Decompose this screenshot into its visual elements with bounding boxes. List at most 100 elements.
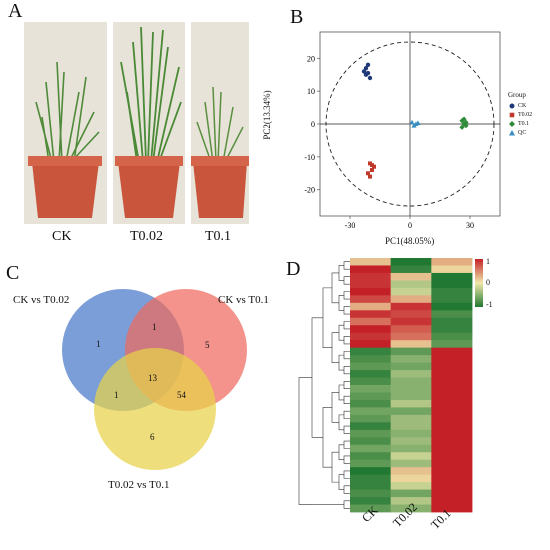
- pca-point-t002: [372, 164, 376, 169]
- heatmap-cell: [350, 437, 392, 446]
- pca-point-t01: [463, 123, 469, 129]
- heatmap-cell: [390, 370, 432, 378]
- heatmap-cell: [390, 355, 432, 363]
- heatmap-cell: [390, 310, 432, 319]
- pca-point-qc: [415, 120, 421, 126]
- pca-legend-title: Group: [508, 91, 526, 99]
- venn-only-a: 1: [96, 339, 101, 349]
- heatmap-cell: [431, 385, 473, 393]
- heatmap-cell: [431, 295, 473, 304]
- heatmap-cell: [350, 474, 392, 483]
- heatmap-cell: [350, 287, 392, 296]
- heatmap-cell: [350, 370, 392, 378]
- venn-only-b: 5: [205, 340, 210, 350]
- heatmap-cell: [390, 347, 432, 356]
- heatmap-cell: [350, 295, 392, 304]
- pca-legend-marker: [509, 103, 515, 109]
- heatmap-cell: [390, 444, 432, 453]
- heatmap-cell: [431, 272, 473, 281]
- pca-point-t002: [368, 161, 372, 166]
- heatmap-cell: [350, 340, 392, 349]
- pca-legend-qc: QC: [518, 130, 527, 136]
- heatmap-cell: [431, 459, 473, 468]
- heatmap-cell: [431, 332, 473, 341]
- heatmap-legend-tick-high: 1: [486, 257, 490, 266]
- pca-point-t002: [368, 174, 372, 179]
- pca-legend-marker: [509, 112, 515, 118]
- pca-point-t002: [370, 168, 374, 172]
- pca-point-t002: [366, 171, 370, 176]
- pca-point-t01: [461, 121, 467, 127]
- pca-point-t01: [459, 118, 465, 124]
- heatmap-cell: [390, 482, 432, 490]
- heatmap-cell: [431, 310, 473, 319]
- panel-b-label: B: [290, 6, 304, 28]
- heatmap-cell: [431, 287, 473, 296]
- heatmap-cell: [350, 325, 392, 334]
- pca-xtick-label: -30: [345, 221, 356, 230]
- pca-point-t002: [370, 163, 374, 168]
- pca-point-ck: [367, 75, 373, 81]
- heatmap-cell: [390, 272, 432, 281]
- heatmap-cell: [390, 385, 432, 393]
- pca-ylabel: PC2(13.34%): [262, 90, 272, 140]
- heatmap-cell: [390, 340, 432, 349]
- heatmap-cell: [431, 452, 473, 461]
- heatmap-cell: [350, 385, 392, 393]
- heatmap-cell: [431, 474, 473, 483]
- pca-legend-marker: [509, 130, 515, 136]
- pca-ytick-label: 20: [307, 54, 315, 63]
- pca-ytick-label: 0: [311, 120, 315, 129]
- heatmap-cell: [390, 280, 432, 289]
- venn-set-b: [125, 289, 247, 411]
- pca-legend-marker: [509, 121, 515, 127]
- pca-point-qc: [409, 119, 415, 125]
- venn-set-a: [62, 289, 184, 411]
- pca-point-ck: [361, 69, 367, 74]
- heatmap-legend-tick-mid: 0: [486, 278, 490, 287]
- heatmap-cell: [390, 258, 432, 266]
- heatmap-cell: [390, 452, 432, 461]
- heatmap-cell: [350, 467, 392, 476]
- pca-point-ck: [365, 62, 371, 68]
- heatmap-cell: [390, 414, 432, 423]
- heatmap-legend-tick-low: -1: [486, 300, 493, 309]
- heatmap-cell: [431, 444, 473, 453]
- heatmap-cell: [350, 377, 392, 386]
- heatmap-cell: [431, 467, 473, 476]
- heatmap-cell: [431, 399, 473, 408]
- heatmap-cell: [431, 280, 473, 289]
- pca-legend-t002: T0.02: [518, 112, 533, 118]
- heatmap-cell: [390, 317, 432, 326]
- plant-photo-t01: [191, 22, 249, 224]
- venn-ac: 1: [114, 390, 119, 400]
- pca-frame: [319, 31, 501, 217]
- pca-legend-t01: T0.1: [518, 121, 530, 127]
- heatmap-cell: [350, 317, 392, 326]
- heatmap-cell: [350, 489, 392, 498]
- heatmap-cell: [390, 362, 432, 371]
- heatmap-cell: [390, 429, 432, 438]
- heatmap-cell: [350, 347, 392, 356]
- heatmap-cell: [431, 317, 473, 326]
- heatmap-cell: [350, 429, 392, 438]
- heatmap-cell: [390, 302, 432, 311]
- pca-ytick-label: -20: [304, 186, 315, 195]
- pca-point-ck: [363, 65, 369, 71]
- heatmap-cell: [390, 467, 432, 476]
- pca-xlabel: PC1(48.05%): [385, 236, 435, 246]
- heatmap-cell: [390, 474, 432, 483]
- venn-bc: 54: [177, 390, 186, 400]
- heatmap-cell: [431, 489, 473, 498]
- pca-ytick-label: 10: [307, 87, 315, 96]
- heatmap-cell: [431, 355, 473, 363]
- heatmap-cell: [431, 392, 473, 401]
- heatmap-cell: [350, 302, 392, 311]
- heatmap-cell: [390, 407, 432, 416]
- heatmap-cell: [431, 302, 473, 311]
- heatmap-cell: [350, 265, 392, 274]
- heatmap-cell: [390, 392, 432, 401]
- panel-a-label: A: [8, 0, 23, 22]
- pca-point-t01: [461, 116, 467, 122]
- heatmap-cell: [390, 295, 432, 304]
